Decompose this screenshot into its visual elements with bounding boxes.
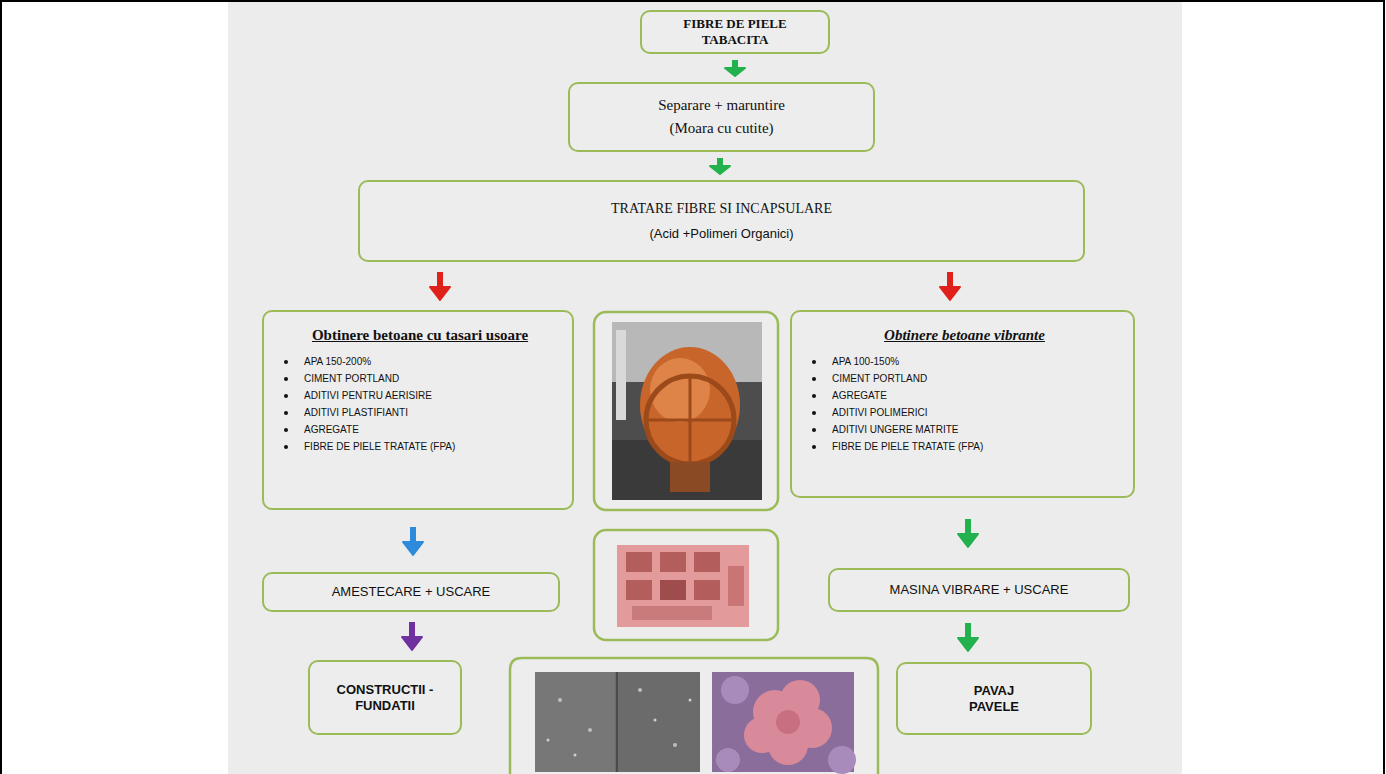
box-text: AMESTECARE + USCARE [332,584,491,600]
arrow-shaft [965,519,971,535]
list-item: AGREGATE [278,421,562,438]
concrete-photo [535,672,700,772]
process-box: Obtinere betoane vibranteAPA 100-150%CIM… [790,310,1135,498]
flow-arrow [402,622,422,650]
arrow-head [403,542,423,555]
flow-arrow [403,527,423,555]
arrow-head [402,637,422,650]
box-heading: Obtinere betoane cu tasari usoare [278,326,562,345]
list-item: FIBRE DE PIELE TRATATE (FPA) [806,438,1123,455]
process-box: TRATARE FIBRE SI INCAPSULARE (Acid +Polim… [358,180,1085,262]
arrow-shaft [409,622,415,638]
flow-arrow [940,272,960,300]
process-box: FIBRE DE PIELE TABACITA [640,10,830,54]
arrow-head [958,638,978,651]
list-item: CIMENT PORTLAND [806,370,1123,387]
list-item: ADITIVI PENTRU AERISIRE [278,387,562,404]
box-text: CONSTRUCTII - FUNDATII [325,682,445,714]
process-box: PAVAJ PAVELE [896,662,1092,735]
flow-arrow [710,158,730,174]
box-text: PAVAJ PAVELE [959,683,1029,715]
mould-photo [617,545,749,627]
grey-panel [228,0,1182,774]
process-box: Obtinere betoane cu tasari usoareAPA 150… [262,310,574,510]
box-text: MASINA VIBRARE + USCARE [890,582,1069,598]
list-item: FIBRE DE PIELE TRATATE (FPA) [278,438,562,455]
flow-arrow [430,272,450,300]
box-text: (Moara cu cutite) [669,119,773,138]
arrow-head [725,68,745,76]
process-box: Separare + maruntire (Moara cu cutite) [568,82,875,152]
arrow-shaft [947,272,953,288]
arrow-shaft [965,623,971,639]
flow-arrow [958,623,978,651]
process-box: MASINA VIBRARE + USCARE [828,568,1130,612]
arrow-head [710,166,730,174]
list-item: APA 150-200% [278,353,562,370]
list-item: AGREGATE [806,387,1123,404]
box-text: TRATARE FIBRE SI INCAPSULARE [611,200,832,218]
photo-frame [594,530,778,640]
box-text: (Acid +Polimeri Organici) [649,226,793,242]
process-box: CONSTRUCTII - FUNDATII [308,660,462,735]
list-item: ADITIVI PLASTIFIANTI [278,404,562,421]
flow-arrow [958,519,978,547]
arrow-shaft [437,272,443,288]
mixer-photo [612,322,762,500]
arrow-head [940,287,960,300]
paver-photo [712,672,856,774]
list-item: ADITIVI POLIMERICI [806,404,1123,421]
list-item: APA 100-150% [806,353,1123,370]
photo-frame [594,312,778,510]
process-box: AMESTECARE + USCARE [262,572,560,612]
photo-frame [510,658,878,774]
arrow-head [430,287,450,300]
box-text: FIBRE DE PIELE TABACITA [650,16,820,48]
box-text: Separare + maruntire [658,96,785,115]
box-heading: Obtinere betoane vibrante [806,326,1123,345]
arrow-head [958,534,978,547]
list-item: ADITIVI UNGERE MATRITE [806,421,1123,438]
list-item: CIMENT PORTLAND [278,370,562,387]
flow-arrow [725,60,745,76]
arrow-shaft [410,527,416,543]
